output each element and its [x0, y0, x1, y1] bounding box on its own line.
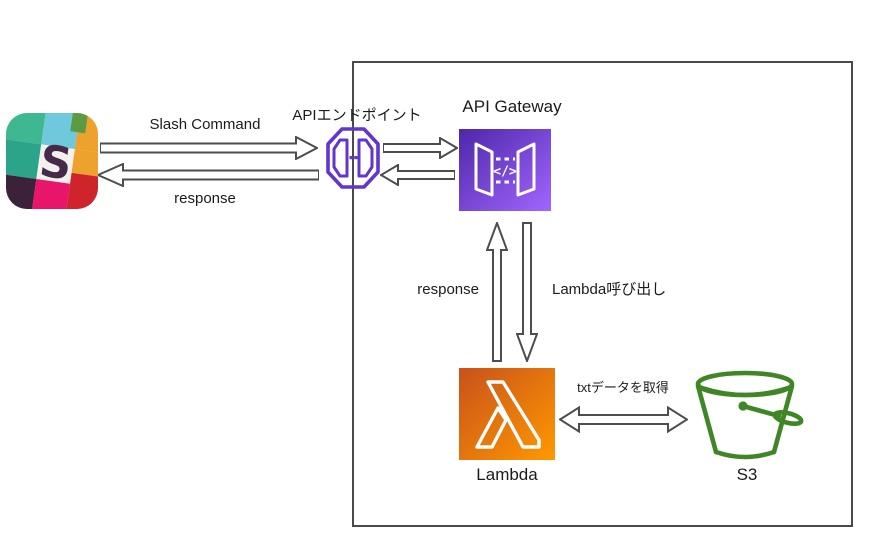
- api-endpoint-label: APIエンドポイント: [292, 107, 422, 124]
- arrow-endpoint-to-gateway: [383, 137, 458, 159]
- arrow-txt-fetch-bidirectional: [559, 406, 688, 433]
- response-to-gateway-label: response: [417, 281, 479, 298]
- lambda-label: Lambda: [476, 465, 538, 484]
- arrow-slash-command: [100, 136, 318, 160]
- txt-fetch-label: txtデータを取得: [577, 380, 669, 395]
- api-gateway-icon: </>: [459, 129, 551, 211]
- slash-command-label: Slash Command: [149, 116, 261, 133]
- lambda-invoke-label: Lambda呼び出し: [552, 281, 667, 298]
- response-to-slack-label: response: [174, 190, 236, 207]
- aws-boundary-box: [352, 61, 853, 527]
- arrow-response-to-slack: [97, 163, 319, 187]
- slack-icon: S: [6, 113, 98, 209]
- api-gateway-label: API Gateway: [462, 97, 562, 116]
- arrow-response-up: [486, 222, 508, 362]
- code-brackets-glyph: </>: [493, 165, 517, 180]
- api-endpoint-octagon-icon: [326, 127, 380, 189]
- arrow-lambda-invoke-down: [516, 222, 538, 362]
- s3-label: S3: [736, 465, 758, 484]
- lambda-icon: [459, 368, 555, 460]
- slack-s-letter: S: [37, 136, 75, 191]
- arrow-gateway-to-endpoint: [380, 164, 455, 186]
- s3-bucket-icon: [695, 370, 804, 460]
